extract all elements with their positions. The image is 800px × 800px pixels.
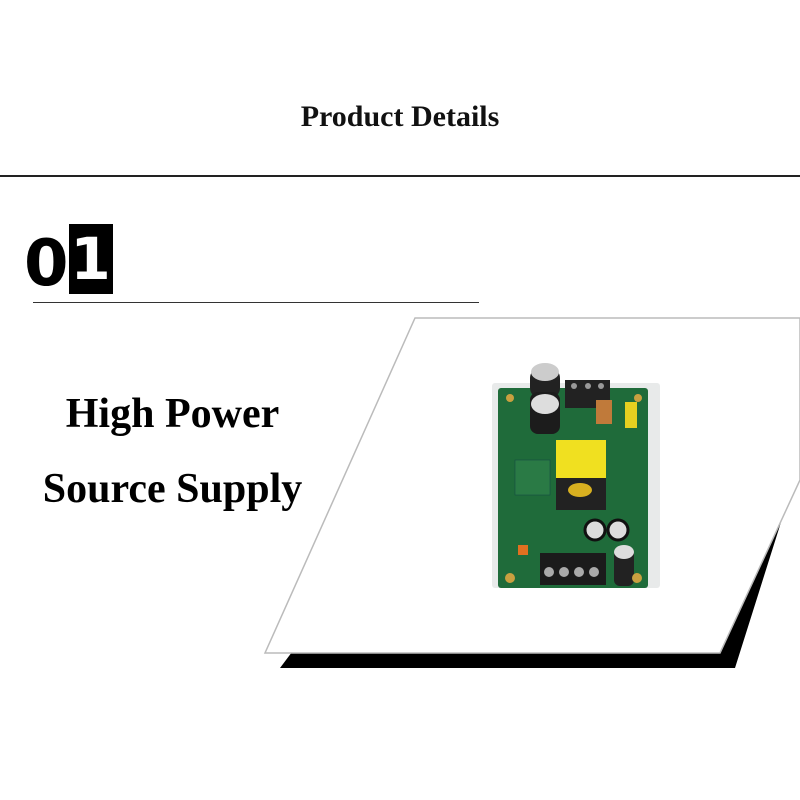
pcb-product-image — [492, 363, 660, 588]
page-title: Product Details — [300, 100, 500, 133]
feature-headline-line2: Source Supply — [42, 466, 303, 512]
section-number-digit: 0 — [24, 227, 69, 301]
section-number-highlight: 1 — [68, 224, 113, 294]
section-number: 0 1 — [24, 222, 113, 301]
feature-headline-line1: High Power — [65, 391, 280, 437]
section-divider — [33, 302, 479, 303]
header-divider — [0, 175, 800, 177]
